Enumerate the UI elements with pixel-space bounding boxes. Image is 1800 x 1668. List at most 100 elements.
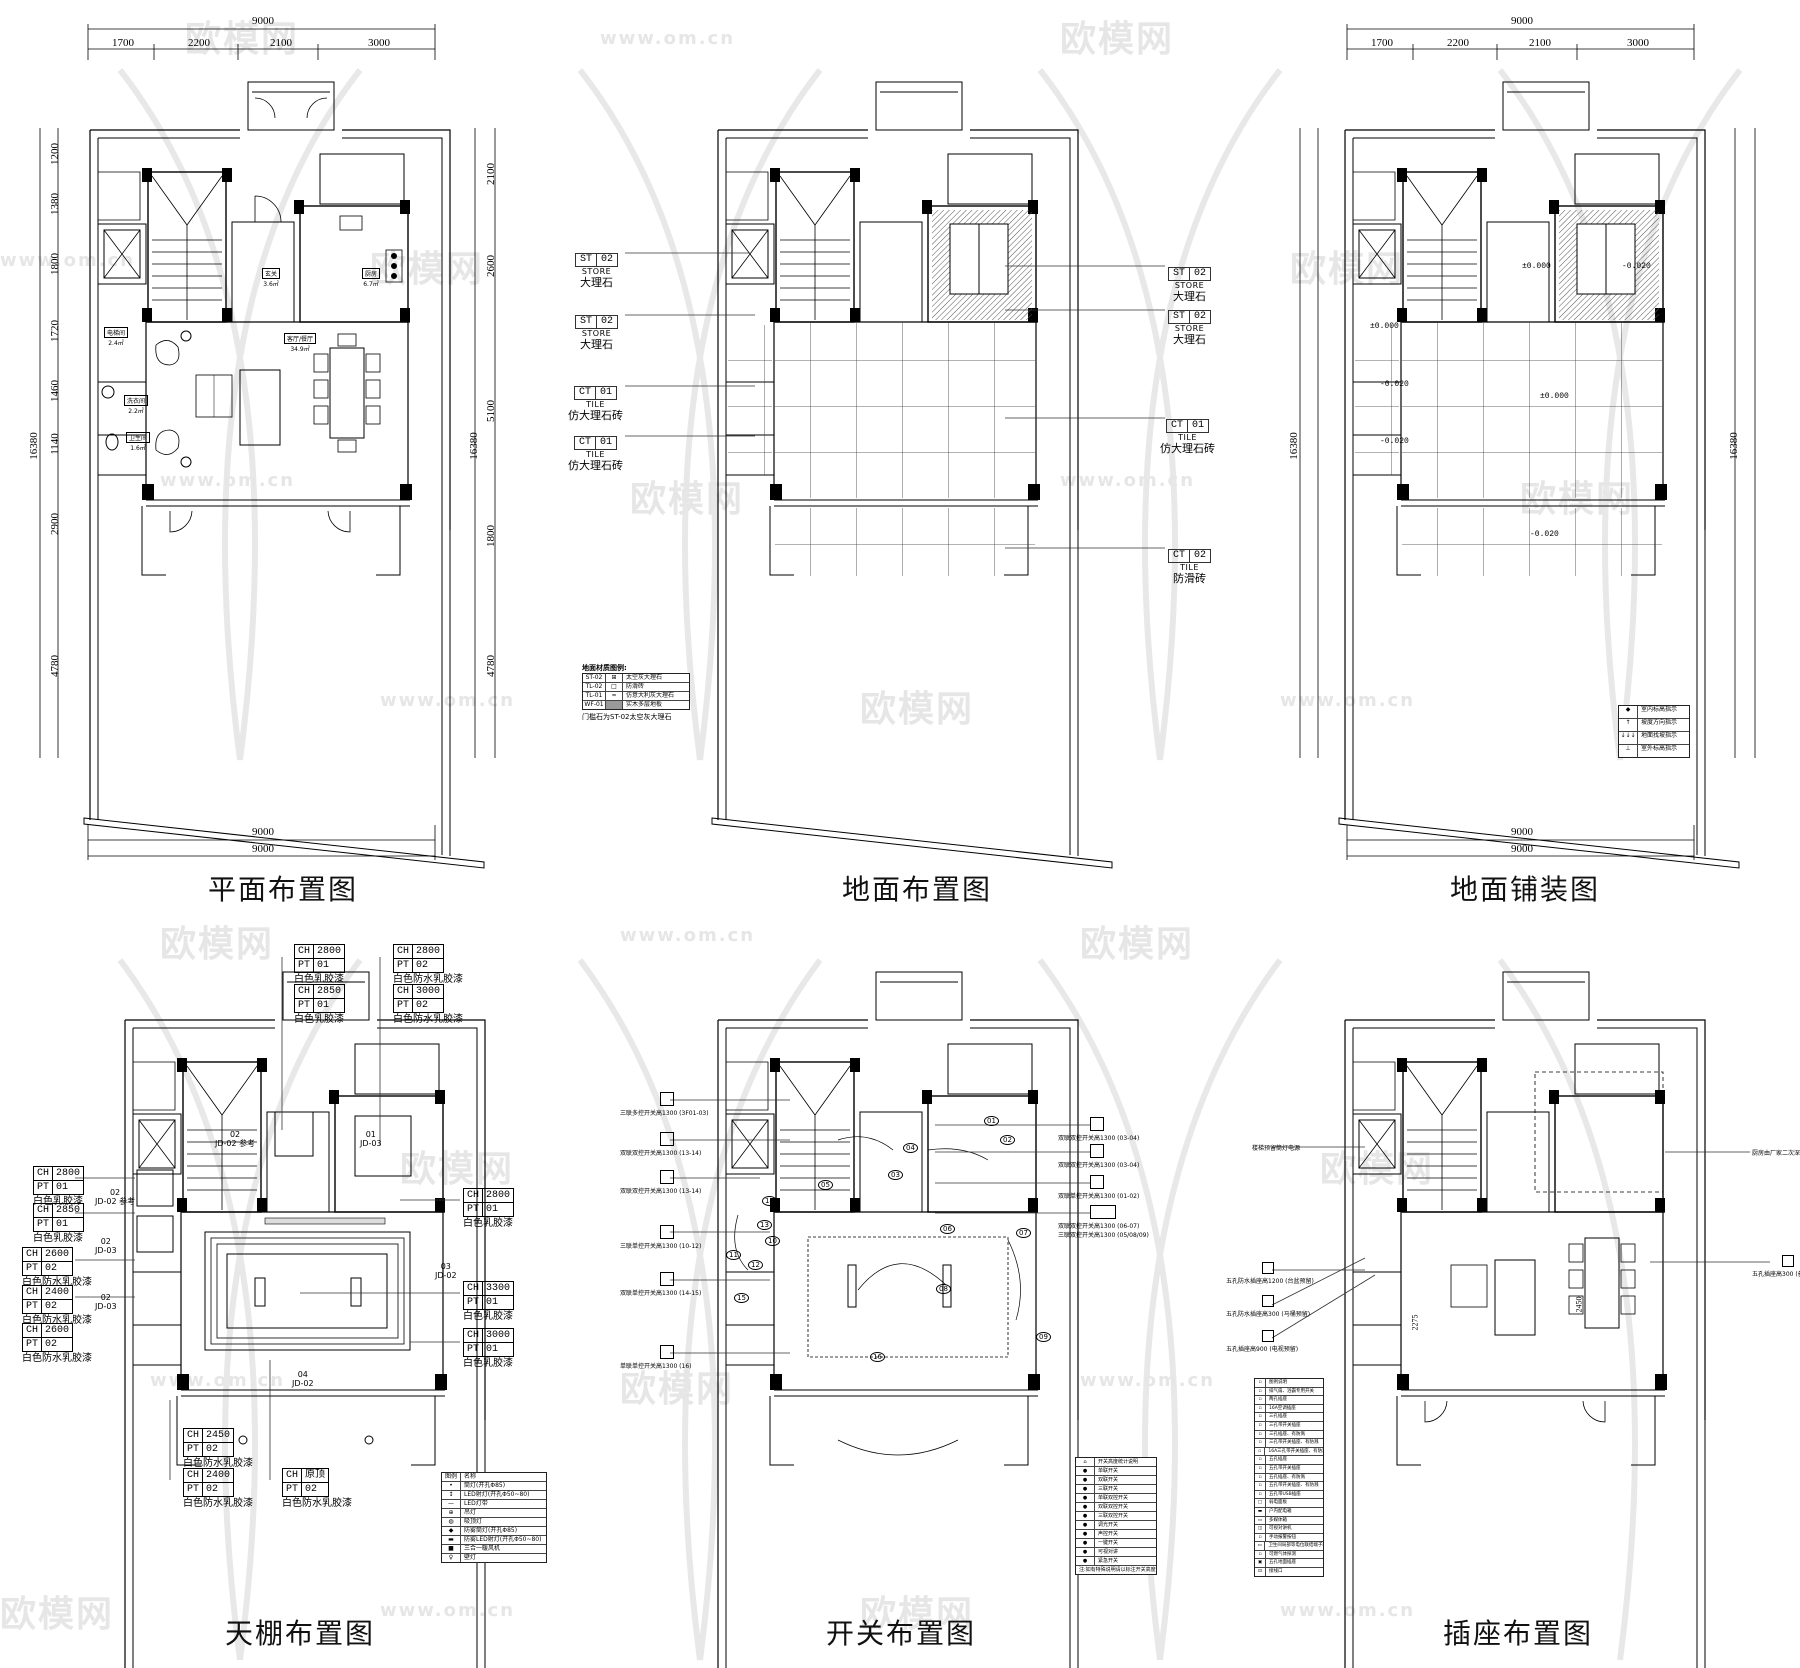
legend-row: ■三合一暖风机 <box>442 1545 546 1554</box>
legend-row: •筒灯(开孔Φ85) <box>442 1482 546 1491</box>
dim-bottom-total: 9000 <box>1511 826 1533 838</box>
legend-row: ▫三孔插座、有防溅 <box>1255 1430 1323 1440</box>
panel-title-socket-plan: 插座布置图 <box>1443 1617 1594 1650</box>
legend-row: ●双联双控开关 <box>1076 1503 1156 1512</box>
elevation-mark: -0.020 <box>1380 380 1409 389</box>
switch-label: 双联单控开关高1300 (01-02) <box>1058 1175 1139 1200</box>
socket-leaders <box>1271 1146 1770 1339</box>
legend-row: ↓↓↓地面找坡指示 <box>1619 732 1689 745</box>
legend-row: ⊡接线口 <box>1255 1568 1323 1576</box>
legend-row: ▫图例说明 <box>1255 1379 1323 1388</box>
switch-label: 双联双控开关高1300 (06-07)三联双控开关高1300 (05/08/09… <box>1058 1205 1149 1239</box>
dim-right-seg: 2100 <box>485 163 497 185</box>
dim-left-seg: 1460 <box>49 380 61 402</box>
floor-material-legend: 地面材质图例: ST-02⊞太空灰大理石 TL-02□防滑砖 TL-01≈仿意大… <box>582 663 690 722</box>
dim-top-seg: 2200 <box>188 37 210 49</box>
legend-row: ▬防雾LED射灯(开孔Φ50~80) <box>442 1536 546 1545</box>
legend-row: TL-01≈仿意大利灰大理石 <box>583 692 689 701</box>
ceiling-legend: 图例名称 •筒灯(开孔Φ85) ↕LED射灯(开孔Φ50~80) —LED灯带 … <box>441 1472 547 1563</box>
circuit-number: 04 <box>903 1143 918 1153</box>
legend-row: ST-02⊞太空灰大理石 <box>583 674 689 683</box>
legend-row: ▫三孔插座 <box>1255 1413 1323 1422</box>
dim-left-seg: 1200 <box>49 143 61 165</box>
circuit-number: 02 <box>1000 1135 1015 1145</box>
material-leaders <box>625 252 1165 549</box>
circuit-number: 10 <box>765 1236 780 1246</box>
dim-right-total: 16380 <box>467 432 480 460</box>
elevation-mark: -0.020 <box>1380 437 1409 446</box>
ceiling-leaders <box>75 957 460 1480</box>
legend-row: ▫16A三孔带开关插座、有防溅 <box>1255 1447 1323 1457</box>
dim-top-total: 9000 <box>252 15 274 27</box>
circuit-number: 14 <box>762 1196 777 1206</box>
socket-dim: 2450 <box>1574 1296 1584 1313</box>
legend-row: ▫两孔插座 <box>1255 1396 1323 1405</box>
dim-top-seg: 3000 <box>368 37 390 49</box>
floor-paving-drawing <box>1338 81 1740 869</box>
legend-row: ●可视对讲 <box>1076 1548 1156 1557</box>
dim-top-seg: 3000 <box>1627 37 1649 49</box>
panel-title-floor-paving: 地面铺装图 <box>1450 873 1601 906</box>
legend-row: ●双联开关 <box>1076 1476 1156 1485</box>
legend-note: 门槛石为ST-02太空灰大理石 <box>582 713 672 721</box>
legend-row: ⊥室外标高指示 <box>1619 745 1689 757</box>
legend-row: ●紧急开关 <box>1076 1557 1156 1566</box>
legend-header: 图例名称 <box>442 1473 546 1482</box>
dim-left-seg: 1140 <box>48 433 61 455</box>
dimension-lines <box>39 24 1756 860</box>
dim-left-seg: 1800 <box>49 253 61 275</box>
legend-row: ◆防雾筒灯(开孔Φ85) <box>442 1527 546 1536</box>
legend-row: ▫排气扇、浴霸专用开关 <box>1255 1387 1323 1397</box>
switch-label: 单联单控开关高1300 (16) <box>620 1345 692 1370</box>
legend-row: ▫手动报警按钮 <box>1255 1533 1323 1543</box>
circuit-number: 06 <box>940 1224 955 1234</box>
circuit-number: 16 <box>870 1352 885 1362</box>
socket-plan-drawing <box>1338 971 1740 1668</box>
switch-label: 双联双控开关高1300 (13-14) <box>620 1170 701 1195</box>
elevation-mark: ±0.000 <box>1370 322 1399 331</box>
panel-title-floor-material: 地面布置图 <box>842 873 993 906</box>
dim-right-seg: 1800 <box>485 525 497 547</box>
dim-right-seg: 4780 <box>485 655 497 677</box>
floor-plan-drawing <box>83 81 485 869</box>
legend-row: ●声控开关 <box>1076 1530 1156 1539</box>
legend-table: ST-02⊞太空灰大理石 TL-02□防滑砖 TL-01≈仿意大利灰大理石 WF… <box>582 673 690 710</box>
dim-left-total: 16380 <box>27 432 40 460</box>
dim-top-seg: 2200 <box>1447 37 1469 49</box>
legend-row: ▫可燃气体探测 <box>1255 1550 1323 1560</box>
dim-right-seg: 5100 <box>485 400 497 422</box>
dim-left-seg: 1720 <box>49 320 61 342</box>
dim-right-seg: 2600 <box>485 255 497 277</box>
dim-bottom-total: 9000 <box>252 843 274 855</box>
socket-dim: 2275 <box>1410 1314 1420 1331</box>
socket-label: 五孔防水插座高1200 (台盆预留) <box>1226 1262 1314 1285</box>
legend-row: ◫可视对讲机 <box>1255 1525 1323 1534</box>
elevation-mark: -0.020 <box>1530 530 1559 539</box>
ceiling-plan-drawing <box>118 971 520 1668</box>
floor-paving-legend: ◆室内标高指示 ↑坡度方向指示 ↓↓↓地面找坡指示 ⊥室外标高指示 <box>1618 705 1690 758</box>
legend-row: ↕LED射灯(开孔Φ50~80) <box>442 1491 546 1500</box>
dim-top-seg: 2100 <box>1529 37 1551 49</box>
legend-row: ▫五孔带开关插座 <box>1255 1464 1323 1474</box>
circuit-number: 03 <box>888 1170 903 1180</box>
switch-label: 三联多控开关高1300 (3F01-03) <box>620 1092 709 1117</box>
legend-row: ↑坡度方向指示 <box>1619 719 1689 732</box>
socket-label: 五孔插座高900 (电视预留) <box>1226 1330 1298 1353</box>
